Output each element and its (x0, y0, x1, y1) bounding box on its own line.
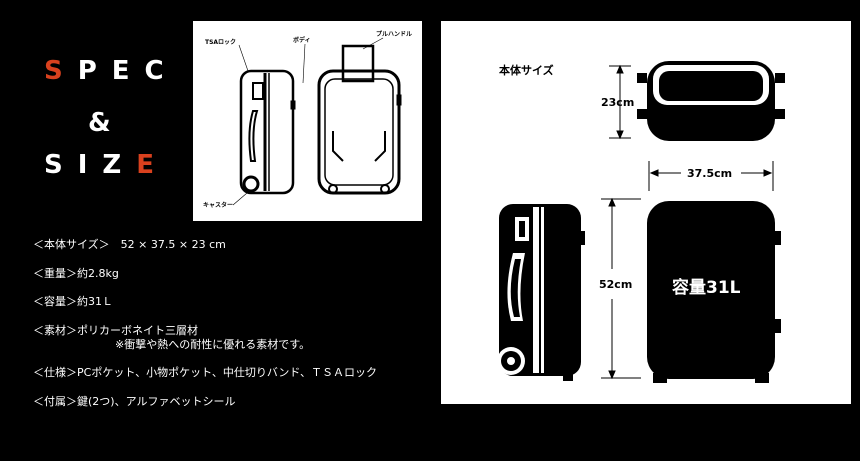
dimension-diagram: 本体サイズ 23cm 37.5cm (497, 61, 785, 383)
suitcase-illustration-panel: TSAロック ボディ プルハンドル キャスター (193, 21, 422, 221)
heading-ampersand: & (88, 108, 126, 138)
top-view-suitcase (637, 61, 785, 141)
depth-dimension-line (609, 64, 631, 140)
label-pull-handle: プルハンドル (376, 30, 412, 38)
width-dimension-line (648, 161, 774, 191)
label-tsa-lock: TSAロック (205, 38, 236, 46)
spec-row-accessories: ＜付属＞鍵(2つ)、アルファベットシール (33, 395, 236, 408)
dimension-title: 本体サイズ (499, 63, 554, 77)
suitcase-line-drawing: TSAロック ボディ プルハンドル キャスター (203, 30, 412, 209)
material-note: ※衝撃や熱への耐性に優れる素材です。 (115, 338, 311, 351)
dimension-height: 52cm (599, 278, 632, 291)
side-view-drawing (239, 69, 296, 195)
spec-row-material: ＜素材＞ポリカーボネイト三層材※衝撃や熱への耐性に優れる素材です。 (33, 324, 311, 351)
heading-spec: SPEC (44, 56, 179, 86)
height-dimension-line (601, 197, 641, 380)
spec-row-features: ＜仕様＞PCポケット、小物ポケット、中仕切りバンド、ＴＳＡロック (33, 366, 377, 379)
side-view-suitcase (497, 204, 585, 381)
dimension-width: 37.5cm (687, 167, 732, 180)
capacity-label: 容量31L (672, 277, 741, 298)
label-body: ボディ (293, 36, 311, 44)
spec-row-capacity: ＜容量＞約31Ｌ (33, 295, 113, 308)
dimension-diagram-panel: 本体サイズ 23cm 37.5cm (441, 21, 851, 404)
dimension-depth: 23cm (601, 96, 634, 109)
front-view-drawing (317, 44, 402, 195)
front-view-suitcase (647, 201, 781, 383)
spec-row-weight: ＜重量＞約2.8kg (33, 267, 119, 280)
heading-size: SIZE (44, 150, 170, 180)
spec-row-size: ＜本体サイズ＞ 52 × 37.5 × 23 cm (33, 238, 226, 251)
label-caster: キャスター (203, 201, 233, 209)
